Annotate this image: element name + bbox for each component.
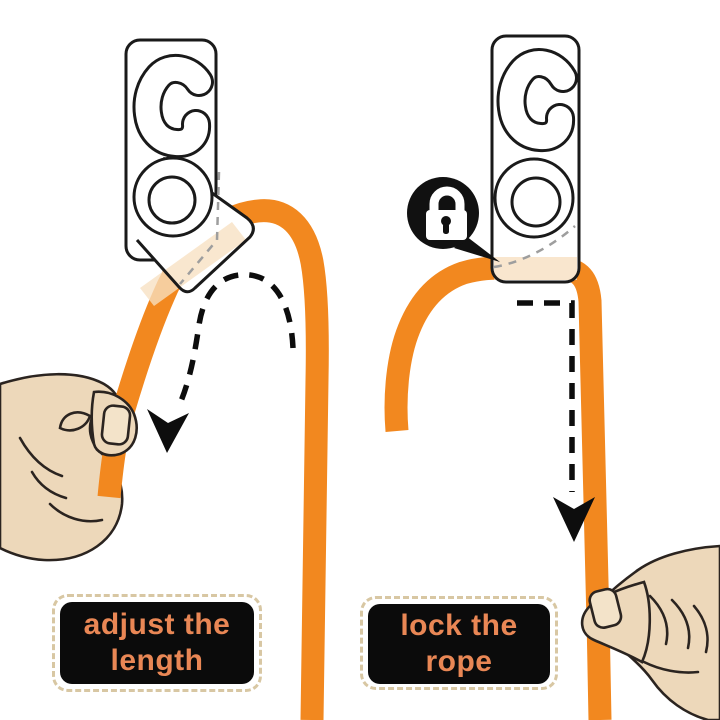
lock-keyhole: [441, 216, 451, 226]
lock-badge: [407, 177, 500, 262]
right-caption-box: lock the rope: [368, 604, 550, 684]
right-caption-line1: lock the: [400, 609, 518, 642]
left-arrow-dashes: [175, 272, 296, 410]
left-caption-label: adjust the length: [52, 594, 262, 692]
left-caption-box: adjust the length: [60, 602, 254, 684]
lock-keyhole-stem: [443, 223, 449, 234]
right-caption-label: lock the rope: [360, 596, 558, 690]
right-hand-finger-lines: [642, 594, 709, 674]
lock-bubble-tail: [454, 236, 500, 262]
right-caption-line2: rope: [425, 645, 493, 678]
left-hook-lobe-outline: [135, 156, 255, 294]
left-curved-dashed-down-arrow: [147, 272, 296, 453]
left-hook-ghost-dash: [179, 171, 221, 285]
right-hook-slot-core: [499, 51, 575, 150]
right-hook-body-outline: [490, 34, 581, 284]
left-panel: [0, 38, 329, 720]
left-hook-grommet-hole: [147, 175, 197, 225]
right-arrow-dashes: [517, 300, 575, 492]
right-thumb: [580, 580, 652, 664]
right-hook-strap-tint: [494, 257, 577, 280]
right-hook-device: [490, 34, 581, 284]
left-thumb: [90, 390, 138, 457]
right-hook-grommet-hole: [510, 176, 562, 228]
left-hand: [0, 372, 124, 562]
left-hook-slot-core: [135, 56, 211, 156]
right-straight-dashed-down-arrow: [517, 300, 595, 542]
left-arrowhead: [147, 409, 189, 453]
right-thumbnail: [588, 587, 623, 630]
lock-shackle: [429, 186, 465, 211]
left-thumbnail: [100, 404, 132, 446]
left-caption-line1: adjust the: [83, 608, 231, 641]
left-hook-strap-tint: [140, 222, 246, 306]
left-hand-knuckle: [58, 411, 92, 432]
right-panel: [384, 34, 720, 720]
left-hand-fist: [0, 372, 124, 562]
right-arrowhead: [553, 497, 595, 542]
left-hook-device: [124, 38, 255, 306]
lock-icon: [426, 186, 467, 240]
right-hook-ghost-dash: [493, 225, 576, 269]
left-caption-line2: length: [110, 644, 204, 677]
left-hand-finger-lines: [18, 436, 104, 523]
